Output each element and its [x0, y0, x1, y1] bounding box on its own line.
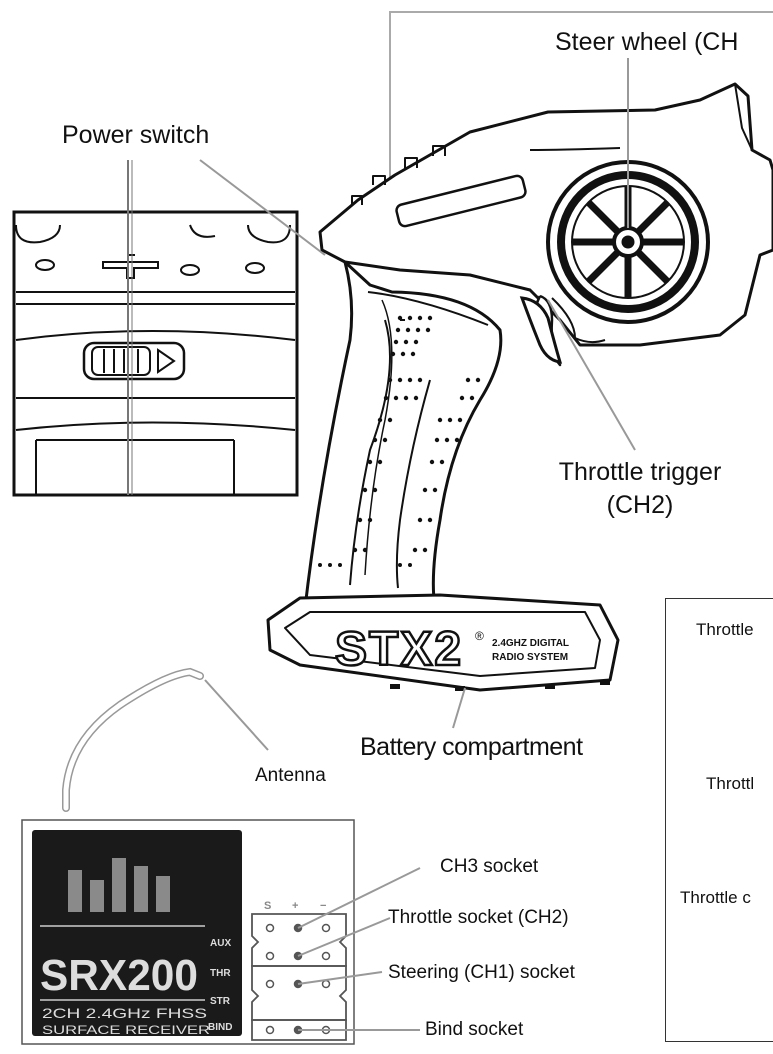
receiver-line-1: 2CH 2.4GHz FHSS	[42, 1005, 207, 1021]
label-steer-wheel: Steer wheel (CH	[555, 28, 739, 56]
channel-thr: THR	[210, 968, 231, 979]
stx2-logo: STX2	[335, 623, 463, 676]
label-battery: Battery compartment	[360, 733, 583, 761]
throttle-trigger-shape	[519, 296, 563, 364]
leader-lines	[199, 58, 636, 729]
label-power-switch: Power switch	[62, 121, 210, 149]
stx2-tagline-2: RADIO SYSTEM	[492, 652, 568, 663]
stx2-tagline-1: 2.4GHZ DIGITAL	[492, 638, 569, 649]
label-ch3-socket: CH3 socket	[440, 856, 539, 877]
label-antenna: Antenna	[255, 765, 326, 786]
side-label-2: Throttl	[706, 774, 755, 793]
power-switch-inset	[12, 160, 299, 497]
channel-aux: AUX	[210, 938, 231, 949]
base-feet	[390, 680, 610, 691]
pin-header-s: S	[264, 900, 271, 912]
channel-str: STR	[210, 996, 231, 1007]
label-steering-socket: Steering (CH1) socket	[388, 962, 575, 983]
label-bind-socket: Bind socket	[425, 1019, 524, 1040]
side-label-3: Throttle c	[680, 888, 751, 907]
side-panel-box: Throttle Throttl Throttle c	[665, 598, 773, 1042]
antenna-leader	[204, 679, 269, 751]
grip-dots	[318, 315, 481, 567]
label-throttle-trigger-line2: (CH2)	[606, 491, 674, 519]
pin-header-plus: +	[292, 900, 298, 912]
label-throttle-trigger: Throttle trigger (CH2)	[530, 460, 750, 518]
channel-bind: BIND	[208, 1022, 232, 1033]
stx2-reg-mark: ®	[475, 629, 484, 643]
receiver-model: SRX200	[40, 951, 198, 1000]
side-label-1: Throttle	[696, 620, 754, 639]
receiver: SRX200 2CH 2.4GHz FHSS SURFACE RECEIVER …	[21, 667, 421, 1045]
frame-line-top	[389, 11, 773, 180]
receiver-line-2: SURFACE RECEIVER	[42, 1023, 210, 1037]
socket-block	[251, 913, 347, 1041]
label-throttle-trigger-line1: Throttle trigger	[558, 458, 722, 486]
receiver-leaders	[297, 867, 421, 1031]
pin-header-minus: −	[320, 900, 326, 912]
label-throttle-socket: Throttle socket (CH2)	[388, 907, 569, 928]
